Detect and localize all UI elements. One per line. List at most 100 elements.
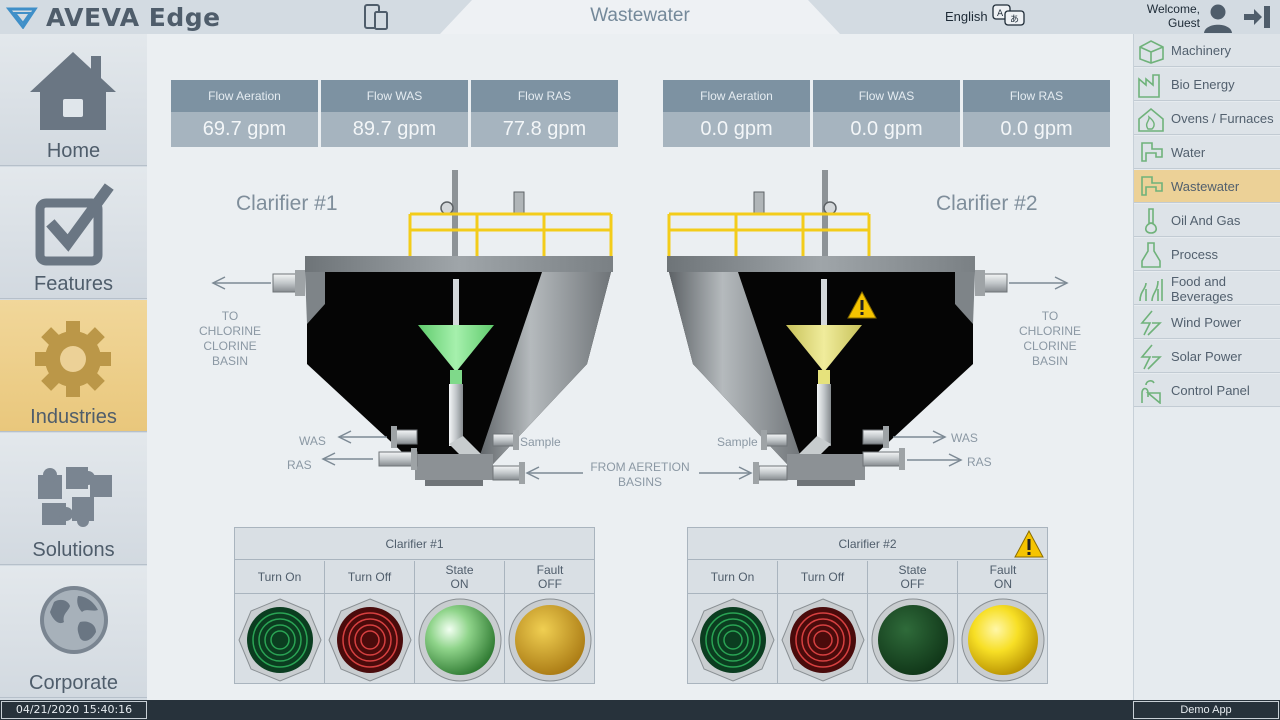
flow-aeration-card-1: Flow Aeration 69.7 gpm <box>171 80 318 147</box>
sample-label-2: Sample <box>717 435 758 449</box>
to-chlorine-label-2: TO CHLORINE CLORINE BASIN <box>1018 309 1081 368</box>
turn-on-column: Turn On <box>235 561 325 684</box>
industry-machinery[interactable]: Machinery <box>1134 34 1280 67</box>
control-panel-icon <box>1141 380 1161 404</box>
clarifier-2-tank <box>667 170 1069 486</box>
main-navigation: Home Features Indu <box>0 34 147 700</box>
industry-label: Wastewater <box>1171 179 1240 194</box>
to-chlorine-label-1: TO CHLORINE CLORINE BASIN <box>198 309 261 368</box>
flow-label: Flow RAS <box>471 80 618 112</box>
industry-label: Bio Energy <box>1171 77 1235 92</box>
ras-label-2: RAS <box>967 455 992 469</box>
turn-on-button[interactable] <box>690 597 776 683</box>
gear-icon <box>35 321 111 397</box>
page-title-tab: Wastewater <box>440 0 840 34</box>
flow-value: 0.0 gpm <box>663 112 810 147</box>
wind-power-icon <box>1140 310 1162 336</box>
industry-wastewater[interactable]: Wastewater <box>1134 170 1280 203</box>
turn-off-button[interactable] <box>780 597 866 683</box>
clarifier-1-tank <box>211 170 613 486</box>
device-switch-icon[interactable] <box>362 3 390 31</box>
clarifier-1-title: Clarifier #1 <box>236 192 338 215</box>
ras-label-1: RAS <box>287 458 312 472</box>
wastewater-tap-icon <box>1141 176 1163 196</box>
panel-title: Clarifier #2 <box>688 528 1047 560</box>
flow-label: Flow Aeration <box>171 80 318 112</box>
industry-label: Water <box>1171 145 1206 160</box>
water-tap-icon <box>1141 142 1163 162</box>
flow-label: Flow WAS <box>813 80 960 112</box>
industry-bio-energy[interactable]: Bio Energy <box>1134 68 1280 101</box>
was-label-1: WAS <box>299 434 326 448</box>
flow-value: 77.8 gpm <box>471 112 618 147</box>
industry-label: Solar Power <box>1171 349 1242 364</box>
turn-on-button[interactable] <box>237 597 323 683</box>
flow-label: Flow WAS <box>321 80 468 112</box>
nav-solutions[interactable]: Solutions <box>0 433 147 565</box>
industry-oil-gas[interactable]: Oil And Gas <box>1134 204 1280 237</box>
turn-on-label: Turn On <box>235 561 324 594</box>
flow-was-card-2: Flow WAS 0.0 gpm <box>813 80 960 147</box>
nav-features-label: Features <box>34 273 113 295</box>
nav-solutions-label: Solutions <box>32 539 115 561</box>
clarifier-2-title: Clarifier #2 <box>936 192 1038 215</box>
panel-title: Clarifier #1 <box>235 528 594 560</box>
flow-aeration-card-2: Flow Aeration 0.0 gpm <box>663 80 810 147</box>
industry-wind-power[interactable]: Wind Power <box>1134 306 1280 339</box>
flow-value: 89.7 gpm <box>321 112 468 147</box>
nav-corporate[interactable]: Corporate <box>0 566 147 698</box>
turn-off-column: Turn Off <box>778 561 868 684</box>
turn-off-label: Turn Off <box>778 561 867 594</box>
status-bar <box>0 700 1280 720</box>
industry-water[interactable]: Water <box>1134 136 1280 169</box>
turn-off-button[interactable] <box>327 597 413 683</box>
translate-icon: A あ <box>991 4 1025 26</box>
home-icon <box>30 52 116 130</box>
oven-icon <box>1138 107 1164 132</box>
nav-industries[interactable]: Industries <box>0 300 147 432</box>
puzzle-icon <box>38 467 112 527</box>
flow-label: Flow RAS <box>963 80 1110 112</box>
datetime-display: 04/21/2020 15:40:16 <box>1 701 147 719</box>
clarifier-2-warning-icon <box>847 290 877 319</box>
user-icon[interactable] <box>1202 3 1234 33</box>
app-mode-label: Demo App <box>1133 701 1279 719</box>
page-title: Wastewater <box>590 5 690 26</box>
flow-ras-card-1: Flow RAS 77.8 gpm <box>471 80 618 147</box>
clarifier-1-control-panel: Clarifier #1 Turn On Turn Off <box>234 527 595 684</box>
app-name: AVEVA Edge <box>46 2 221 32</box>
flow-value: 69.7 gpm <box>171 112 318 147</box>
sample-label-1: Sample <box>520 435 561 449</box>
nav-features[interactable]: Features <box>0 167 147 299</box>
industry-ovens-furnaces[interactable]: Ovens / Furnaces <box>1134 102 1280 135</box>
wastewater-screen: Flow Aeration 69.7 gpm Flow WAS 89.7 gpm… <box>147 34 1133 700</box>
welcome-label: Welcome, <box>1146 2 1200 16</box>
flow-ras-card-2: Flow RAS 0.0 gpm <box>963 80 1110 147</box>
industry-solar-power[interactable]: Solar Power <box>1134 340 1280 373</box>
flow-value: 0.0 gpm <box>963 112 1110 147</box>
industries-list: Machinery Bio Energy Ovens / Furnaces Wa… <box>1133 34 1280 700</box>
industry-control-panel[interactable]: Control Panel <box>1134 374 1280 407</box>
language-selector[interactable]: English A あ <box>945 4 1026 28</box>
nav-home[interactable]: Home <box>0 34 147 166</box>
svg-text:あ: あ <box>1010 14 1019 25</box>
clarifier-2-control-panel: Clarifier #2 Turn On Turn Off <box>687 527 1048 684</box>
was-label-2: WAS <box>951 431 978 445</box>
turn-off-label: Turn Off <box>325 561 414 594</box>
panel-warning-icon <box>1014 530 1044 558</box>
machinery-icon <box>1139 40 1164 64</box>
logout-icon[interactable] <box>1242 5 1272 29</box>
flow-label: Flow Aeration <box>663 80 810 112</box>
solar-power-icon <box>1140 344 1162 370</box>
user-name: Guest <box>1167 16 1200 30</box>
welcome-text: Welcome, Guest <box>1120 2 1200 30</box>
fault-indicator-on <box>961 598 1045 682</box>
industry-process[interactable]: Process <box>1134 238 1280 271</box>
